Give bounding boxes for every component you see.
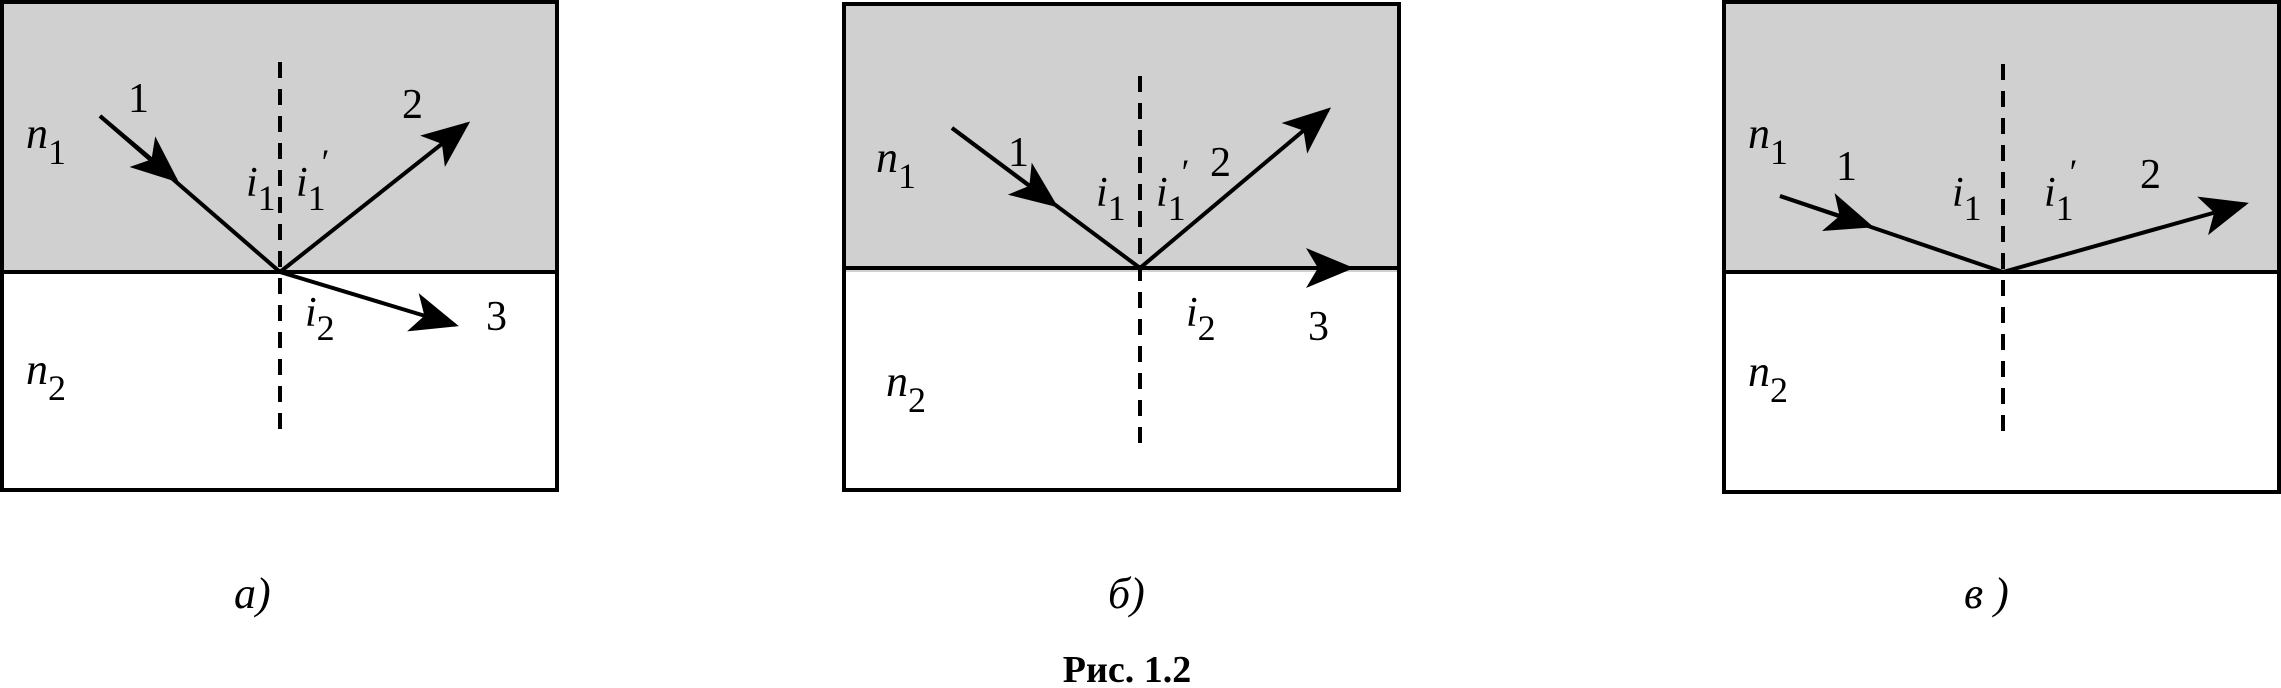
n1-label-c: n1 [1748,109,1788,172]
lower-medium-c [1724,272,2279,492]
ray-1-label-b: 1 [1008,130,1029,176]
lower-medium-b [844,272,1399,490]
angle-i1-prime-label-c: i1′ [2044,152,2078,228]
ray-2-label-b: 2 [1210,140,1231,186]
panel-caption-b: б) [1108,569,1145,618]
panel-frame-a [0,0,559,492]
refracted-ray-a [279,270,459,332]
angle-i2-label-a: i2 [305,290,335,348]
panel-frame-c [1722,0,2281,494]
panel-c: n1 n2 1 2 i1 i1′ в ) [1722,0,2281,618]
ray-2-label-a: 2 [402,82,423,128]
n2-label-b: n2 [886,357,926,420]
ray-2-label-c: 2 [2140,152,2161,198]
n2-label-a: n2 [26,345,66,408]
angle-i1-prime-label-a: i1′ [296,142,330,218]
angle-i1-label-c: i1 [1952,170,1982,228]
n1-label-a: n1 [26,109,66,172]
angle-i2-label-b: i2 [1186,290,1216,348]
angle-i1-label-a: i1 [246,160,276,218]
panel-b: n1 n2 1 2 3 i1 i1′ i2 б) [842,2,1401,618]
reflected-ray-a [278,121,471,274]
reflected-ray-c [2002,196,2249,274]
incident-ray-b [950,126,1142,270]
panel-caption-a: а) [234,569,271,618]
ray-1-label-a: 1 [128,76,149,122]
incident-ray-a [98,114,282,274]
figure-caption: Рис. 1.2 [1063,649,1191,688]
panel-frame-b [842,2,1401,492]
reflected-ray-b [1138,107,1332,270]
incident-ray-c [1779,194,2004,274]
ray-3-label-b: 3 [1308,304,1329,350]
panel-caption-c: в ) [1964,569,2009,618]
n1-label-b: n1 [876,133,916,196]
lower-medium-a [2,272,557,490]
ray-1-label-c: 1 [1836,144,1857,190]
angle-i1-label-b: i1 [1096,170,1126,228]
ray-3-label-a: 3 [486,294,507,340]
upper-medium-b [844,4,1399,272]
panel-a: n1 n2 1 2 3 i1 i1′ i2 а) [0,0,559,618]
angle-i1-prime-label-b: i1′ [1156,152,1190,228]
n2-label-c: n2 [1748,347,1788,410]
